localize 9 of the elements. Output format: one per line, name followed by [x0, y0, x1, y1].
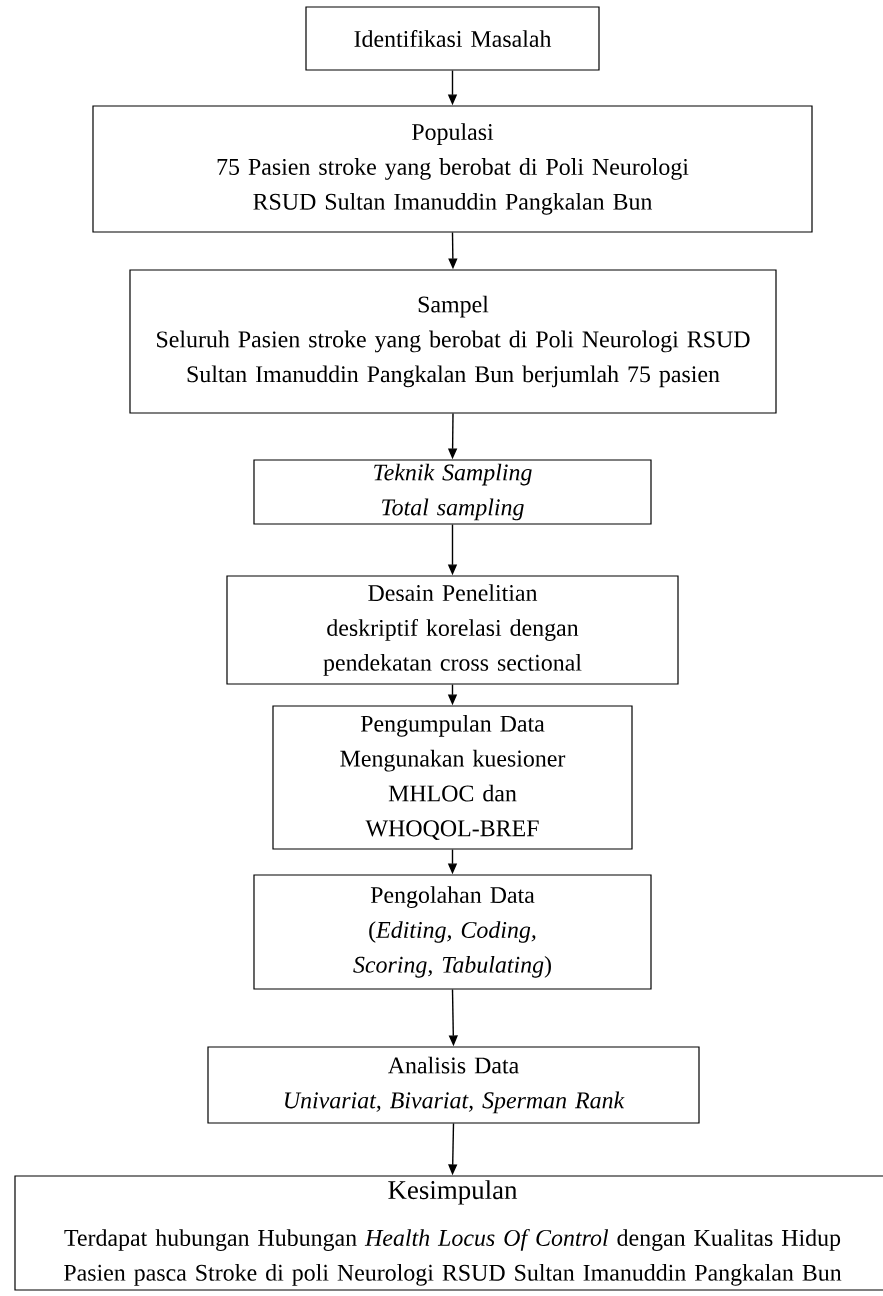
process-box: Desain Penelitian deskriptif korelasi dengan pendekatan cross sectional: [226, 575, 679, 685]
process-box: Populasi 75 Pasien stroke yang berobat di Poli Neurologi RSUD Sultan Imanuddin Pangkalan Bun: [92, 105, 813, 233]
process-box: Identifikasi Masalah: [305, 6, 600, 71]
process-box: Pengolahan Data (Editing, Coding, Scoring, Tabulating): [253, 874, 652, 990]
process-box: Pengumpulan Data Mengunakan kuesioner MHLOC dan WHOQOL-BREF: [272, 705, 633, 850]
process-box: Kesimpulan Terdapat hubungan Hubungan Health Locus Of Control dengan Kualitas Hidup Pasien pasca Stroke di poli Neurologi RSUD Sultan Imanuddin Pangkalan Bun: [14, 1175, 883, 1291]
process-box: Analisis Data Univariat, Bivariat, Sperman Rank: [207, 1046, 700, 1124]
process-box: Teknik Sampling Total sampling: [253, 459, 652, 525]
process-box: Sampel Seluruh Pasien stroke yang berobat di Poli Neurologi RSUD Sultan Imanuddin Pangkalan Bun berjumlah 75 pasien: [129, 269, 777, 414]
